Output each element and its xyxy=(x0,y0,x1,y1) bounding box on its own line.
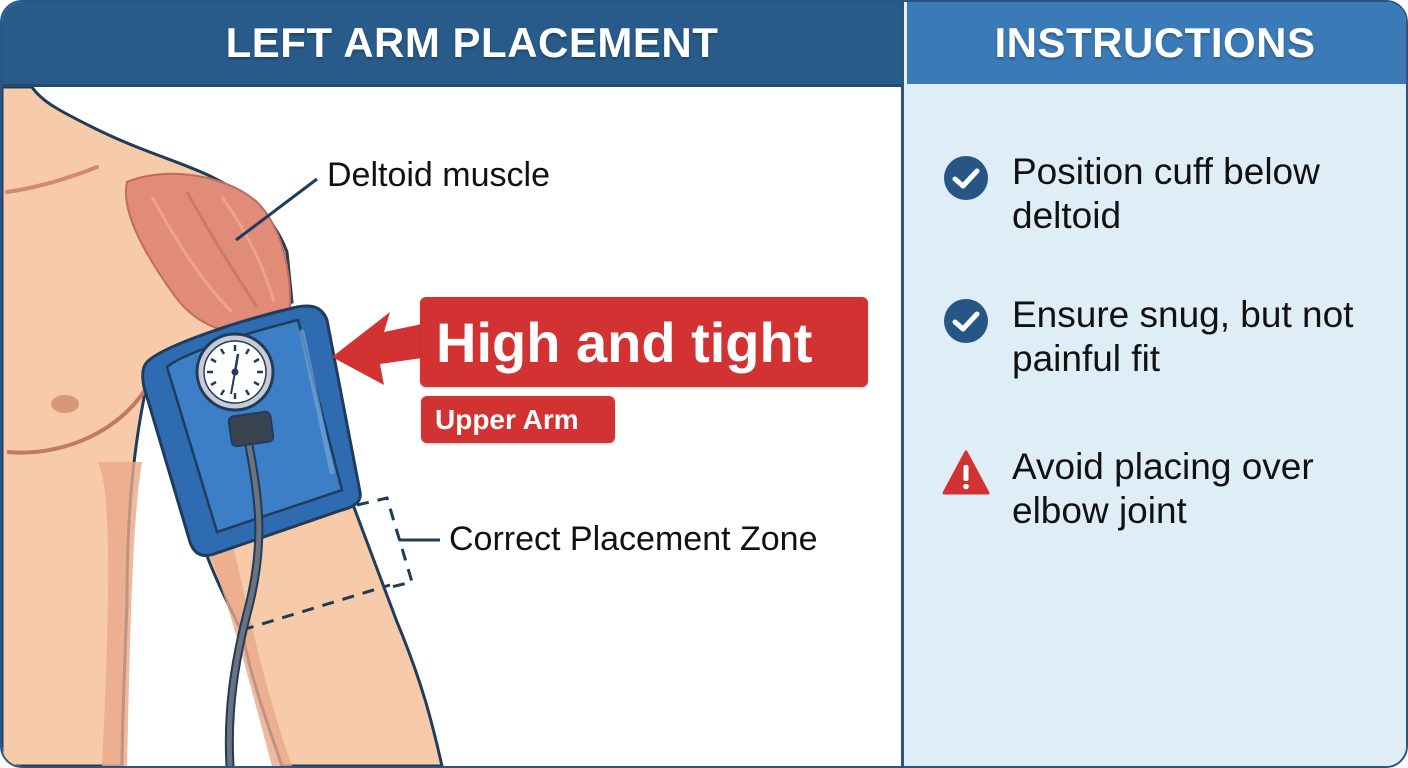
header-rule xyxy=(2,84,902,87)
pressure-gauge xyxy=(195,332,275,412)
left-panel-header: LEFT ARM PLACEMENT xyxy=(2,2,902,84)
instruction-text: Ensure snug, but not painful fit xyxy=(1012,294,1354,379)
deltoid-label: Deltoid muscle xyxy=(327,156,550,194)
instruction-item: Avoid placing over elbow joint xyxy=(942,445,1372,533)
upper-arm-badge: Upper Arm xyxy=(421,396,615,443)
instruction-item: Ensure snug, but not painful fit xyxy=(942,293,1372,381)
check-circle-icon xyxy=(944,156,988,200)
left-panel-title: LEFT ARM PLACEMENT xyxy=(225,19,719,66)
instruction-text: Position cuff below deltoid xyxy=(1012,151,1320,236)
arrow-left-icon xyxy=(332,312,422,385)
right-panel-header: INSTRUCTIONS xyxy=(904,2,1406,84)
high-and-tight-callout: High and tight xyxy=(420,297,868,387)
callout-main-text: High and tight xyxy=(436,310,813,374)
instruction-item: Position cuff below deltoid xyxy=(942,150,1372,238)
instruction-text: Avoid placing over elbow joint xyxy=(1012,446,1314,531)
warning-triangle-icon xyxy=(942,450,990,495)
deltoid-leader-line xyxy=(235,177,318,242)
placement-zone-label: Correct Placement Zone xyxy=(449,520,818,558)
arm-illustration xyxy=(2,87,444,766)
instructions-panel xyxy=(904,84,1406,766)
header-divider-highlight xyxy=(904,2,907,84)
placement-lower-boundary xyxy=(241,583,391,632)
check-circle-icon xyxy=(944,299,988,343)
panel-divider xyxy=(901,2,904,766)
callout-sub-text: Upper Arm xyxy=(435,403,579,435)
right-panel-title: INSTRUCTIONS xyxy=(994,19,1316,66)
